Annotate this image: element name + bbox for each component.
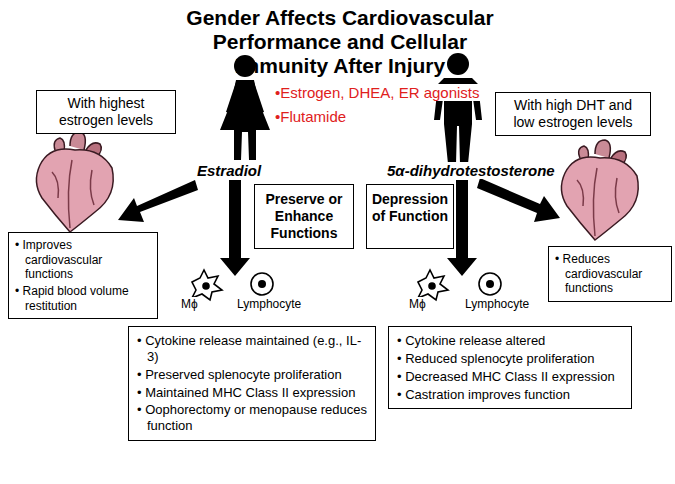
treatment-label: •Flutamide xyxy=(274,108,347,125)
bullet-item: • Cytokine release maintained (e.g., IL-… xyxy=(137,333,367,365)
immune-effects-box: • Cytokine release altered • Reduced sple… xyxy=(388,326,632,409)
lymphocyte-right xyxy=(479,273,501,295)
macrophage-right xyxy=(418,270,448,300)
box-text: Depression of Function xyxy=(371,191,449,225)
cell-label: Lymphocyte xyxy=(236,297,302,311)
bullet-item: • Castration improves function xyxy=(397,387,623,403)
heart-left xyxy=(36,132,113,232)
bullet-item: • Rapid blood volume restitution xyxy=(15,284,151,313)
bullet-item: • Cytokine release altered xyxy=(397,333,623,349)
hormone-label: 5α-dihydrotestosterone xyxy=(386,162,556,179)
depression-box: Depression of Function xyxy=(366,184,454,249)
cell-label: Mϕ xyxy=(408,297,427,311)
hormone-label: Estradiol xyxy=(196,162,262,179)
box-text: With high DHT and low estrogen levels xyxy=(502,97,644,131)
cell-label: Mϕ xyxy=(180,297,199,311)
bullet-item: • Decreased MHC Class II expression xyxy=(397,369,623,385)
thick-arrows xyxy=(118,178,560,276)
cardio-effects-box: • Reduces cardiovascular functions xyxy=(548,246,672,302)
cell-label: Lymphocyte xyxy=(464,297,530,311)
dht-box: With high DHT and low estrogen levels xyxy=(495,92,651,136)
bullet-item: • Reduces cardiovascular functions xyxy=(555,252,665,296)
treatment-label: •Estrogen, DHEA, ER agonists xyxy=(274,84,481,101)
bullet-item: • Oophorectomy or menopause reduces func… xyxy=(137,402,367,434)
preserve-box: Preserve or Enhance Functions xyxy=(254,184,354,249)
bullet-item: • Reduced splenocyte proliferation xyxy=(397,351,623,367)
box-text: With highest estrogen levels xyxy=(43,95,169,129)
immune-effects-box: • Cytokine release maintained (e.g., IL-… xyxy=(128,326,376,441)
estrogen-box: With highest estrogen levels xyxy=(36,90,176,134)
bullet-item: • Improves cardiovascular functions xyxy=(15,238,151,282)
lymphocyte-left xyxy=(251,273,273,295)
title: Gender Affects Cardiovascular Performanc… xyxy=(170,6,510,78)
heart-right xyxy=(561,140,638,240)
bullet-item: • Maintained MHC Class II expression xyxy=(137,385,367,401)
macrophage-left xyxy=(192,270,222,300)
bullet-item: • Preserved splenocyte proliferation xyxy=(137,367,367,383)
box-text: Preserve or Enhance Functions xyxy=(259,191,349,242)
cardio-effects-box: • Improves cardiovascular functions• Rap… xyxy=(8,232,158,319)
